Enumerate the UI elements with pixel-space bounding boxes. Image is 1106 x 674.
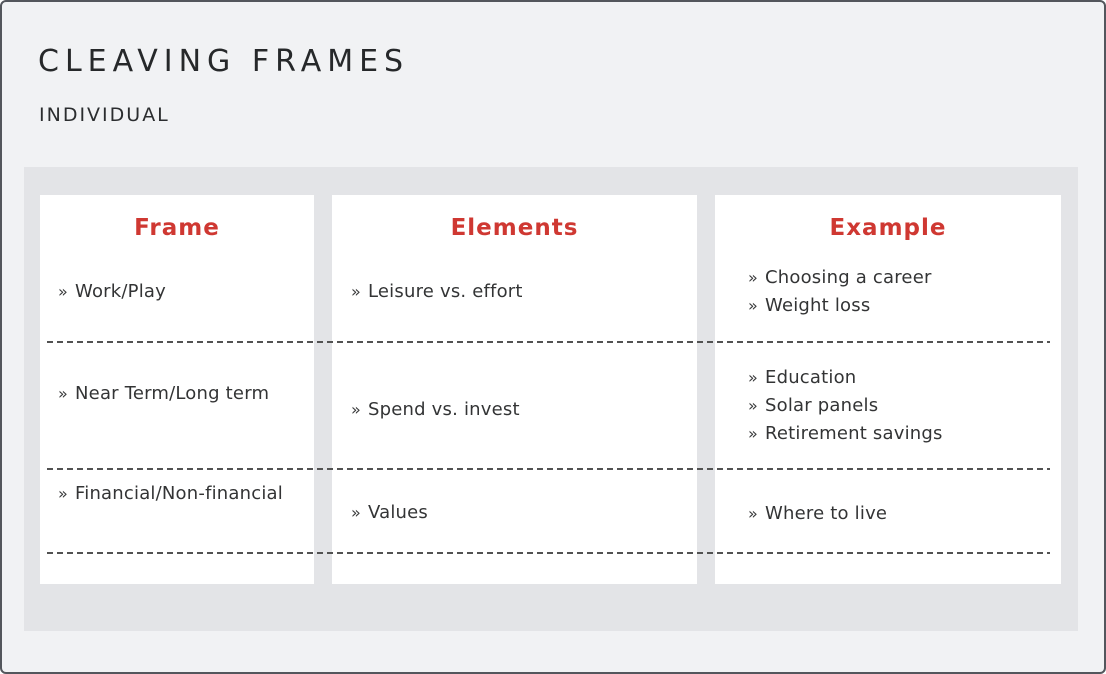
bullet-marker: » bbox=[58, 282, 68, 301]
list-item: » Solar panels bbox=[748, 392, 1061, 420]
column-header-elements: Elements bbox=[450, 215, 579, 241]
bullet-marker: » bbox=[351, 282, 361, 301]
bullet-marker: » bbox=[351, 399, 361, 419]
row-divider-dashed bbox=[47, 468, 1050, 470]
list-item-label: Choosing a career bbox=[765, 267, 932, 288]
bullet-marker: » bbox=[748, 367, 758, 387]
bullet-marker: » bbox=[58, 383, 68, 403]
column-frame: Frame » Work/Play » Near Term/Long term » F… bbox=[40, 195, 314, 584]
list-item-label: Retirement savings bbox=[765, 422, 943, 444]
list-item-label: Values bbox=[368, 501, 429, 523]
list-item: » Weight loss bbox=[748, 292, 1061, 320]
list-item-label: Work/Play bbox=[75, 281, 166, 302]
row-divider-dashed bbox=[47, 552, 1050, 554]
bullet-marker: » bbox=[748, 395, 758, 415]
list-item-label: Leisure vs. effort bbox=[368, 281, 523, 302]
list-item-label: Education bbox=[765, 366, 857, 388]
column-header-frame: Frame bbox=[134, 215, 220, 241]
list-item: » Where to live bbox=[748, 500, 1061, 528]
list-item: » Spend vs. invest bbox=[351, 396, 697, 424]
column-elements: Elements » Leisure vs. effort » Spend vs. … bbox=[332, 195, 697, 584]
cell-elements-row3: » Values bbox=[332, 469, 697, 552]
bullet-marker: » bbox=[748, 503, 758, 523]
bullet-marker: » bbox=[748, 423, 758, 443]
list-item-label: Financial/Non-financial bbox=[75, 482, 283, 504]
column-header-example: Example bbox=[829, 215, 947, 241]
cell-elements-row2: » Spend vs. invest bbox=[332, 342, 697, 469]
bullet-marker: » bbox=[351, 502, 361, 522]
bullet-marker: » bbox=[58, 483, 68, 503]
frames-panel: Frame » Work/Play » Near Term/Long term » F… bbox=[24, 167, 1078, 631]
list-item: » Financial/Non-financial bbox=[58, 480, 314, 508]
list-item: » Choosing a career bbox=[748, 264, 1061, 292]
cell-frame-row3: » Financial/Non-financial bbox=[40, 469, 314, 552]
list-item-label: Spend vs. invest bbox=[368, 398, 520, 420]
list-item-label: Weight loss bbox=[765, 295, 871, 316]
bullet-marker: » bbox=[748, 268, 758, 287]
cell-elements-row1: » Leisure vs. effort bbox=[332, 242, 697, 342]
cell-frame-row1: » Work/Play bbox=[40, 242, 314, 342]
cell-frame-row2: » Near Term/Long term bbox=[40, 342, 314, 469]
list-item: » Work/Play bbox=[58, 278, 314, 306]
list-item: » Leisure vs. effort bbox=[351, 278, 697, 306]
column-example: Example »Choosing a career »Weight loss … bbox=[715, 195, 1061, 584]
page-title: CLEAVING FRAMES bbox=[38, 44, 410, 79]
bullet-marker: » bbox=[748, 296, 758, 315]
list-item: » Near Term/Long term bbox=[58, 380, 314, 408]
list-item: » Retirement savings bbox=[748, 420, 1061, 448]
list-item-label: Where to live bbox=[765, 502, 888, 524]
page-subtitle: INDIVIDUAL bbox=[39, 104, 170, 126]
list-item: » Education bbox=[748, 364, 1061, 392]
cell-example-row2: » Education » Solar panels » Retirement sav… bbox=[715, 342, 1061, 469]
cell-example-row1: » Choosing a career » Weight loss bbox=[715, 242, 1061, 342]
list-item-label: Solar panels bbox=[765, 394, 879, 416]
cell-example-row3: » Where to live bbox=[715, 469, 1061, 552]
row-divider-dashed bbox=[47, 341, 1050, 343]
list-item: » Values bbox=[351, 499, 697, 527]
list-item-label: Near Term/Long term bbox=[75, 382, 270, 404]
